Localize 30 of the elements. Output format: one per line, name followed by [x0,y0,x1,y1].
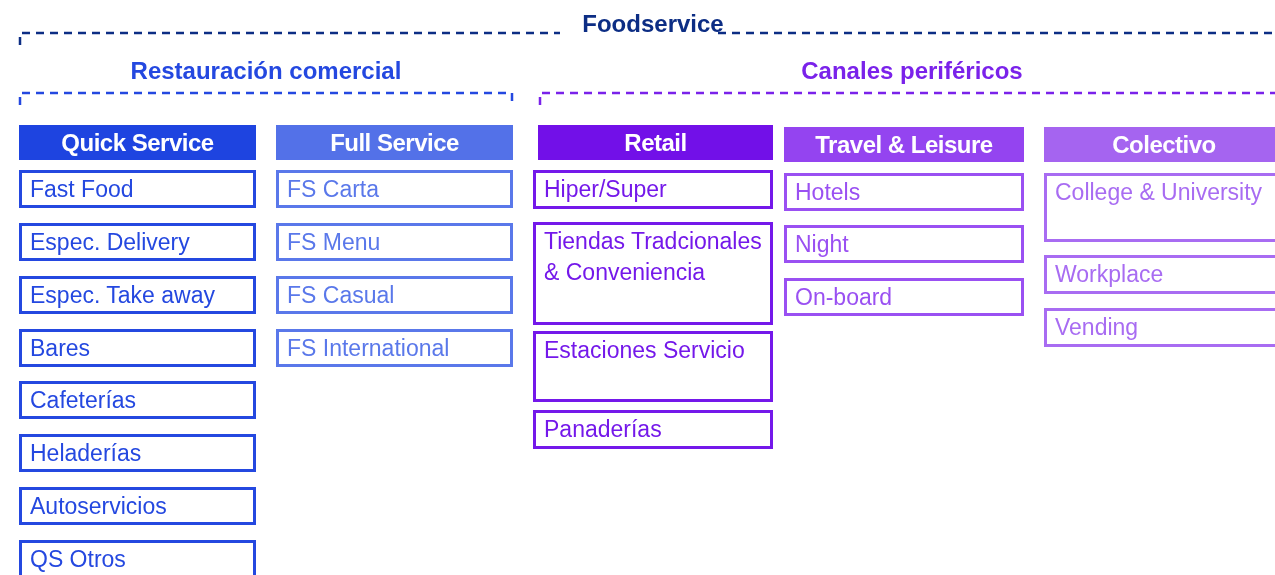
category-box: Vending [1044,308,1275,347]
category-box: FS International [276,329,513,367]
column-header: Full Service [276,125,513,160]
category-box: Cafeterías [19,381,256,419]
category-box: FS Carta [276,170,513,208]
category-box: Fast Food [19,170,256,208]
category-box: QS Otros [19,540,256,575]
category-box: On-board [784,278,1024,316]
category-box: Tiendas Tradcionales & Conveniencia [533,222,773,325]
category-box: Hiper/Super [533,170,773,209]
diagram-title: Foodservice [581,10,725,38]
category-box: Espec. Delivery [19,223,256,261]
column-header: Retail [538,125,773,160]
column-header: Colectivo [1044,127,1275,162]
category-box: Espec. Take away [19,276,256,314]
category-box: FS Menu [276,223,513,261]
category-box: Workplace [1044,255,1275,294]
category-box: College & University [1044,173,1275,242]
category-box: Estaciones Servicio [533,331,773,402]
column-header: Travel & Leisure [784,127,1024,162]
category-box: Panaderías [533,410,773,449]
category-box: Hotels [784,173,1024,211]
group-heading: Canales periféricos [800,57,1024,85]
category-box: Night [784,225,1024,263]
group-heading: Restauración comercial [129,57,403,85]
category-box: Bares [19,329,256,367]
category-box: FS Casual [276,276,513,314]
category-box: Autoservicios [19,487,256,525]
column-header: Quick Service [19,125,256,160]
category-box: Heladerías [19,434,256,472]
